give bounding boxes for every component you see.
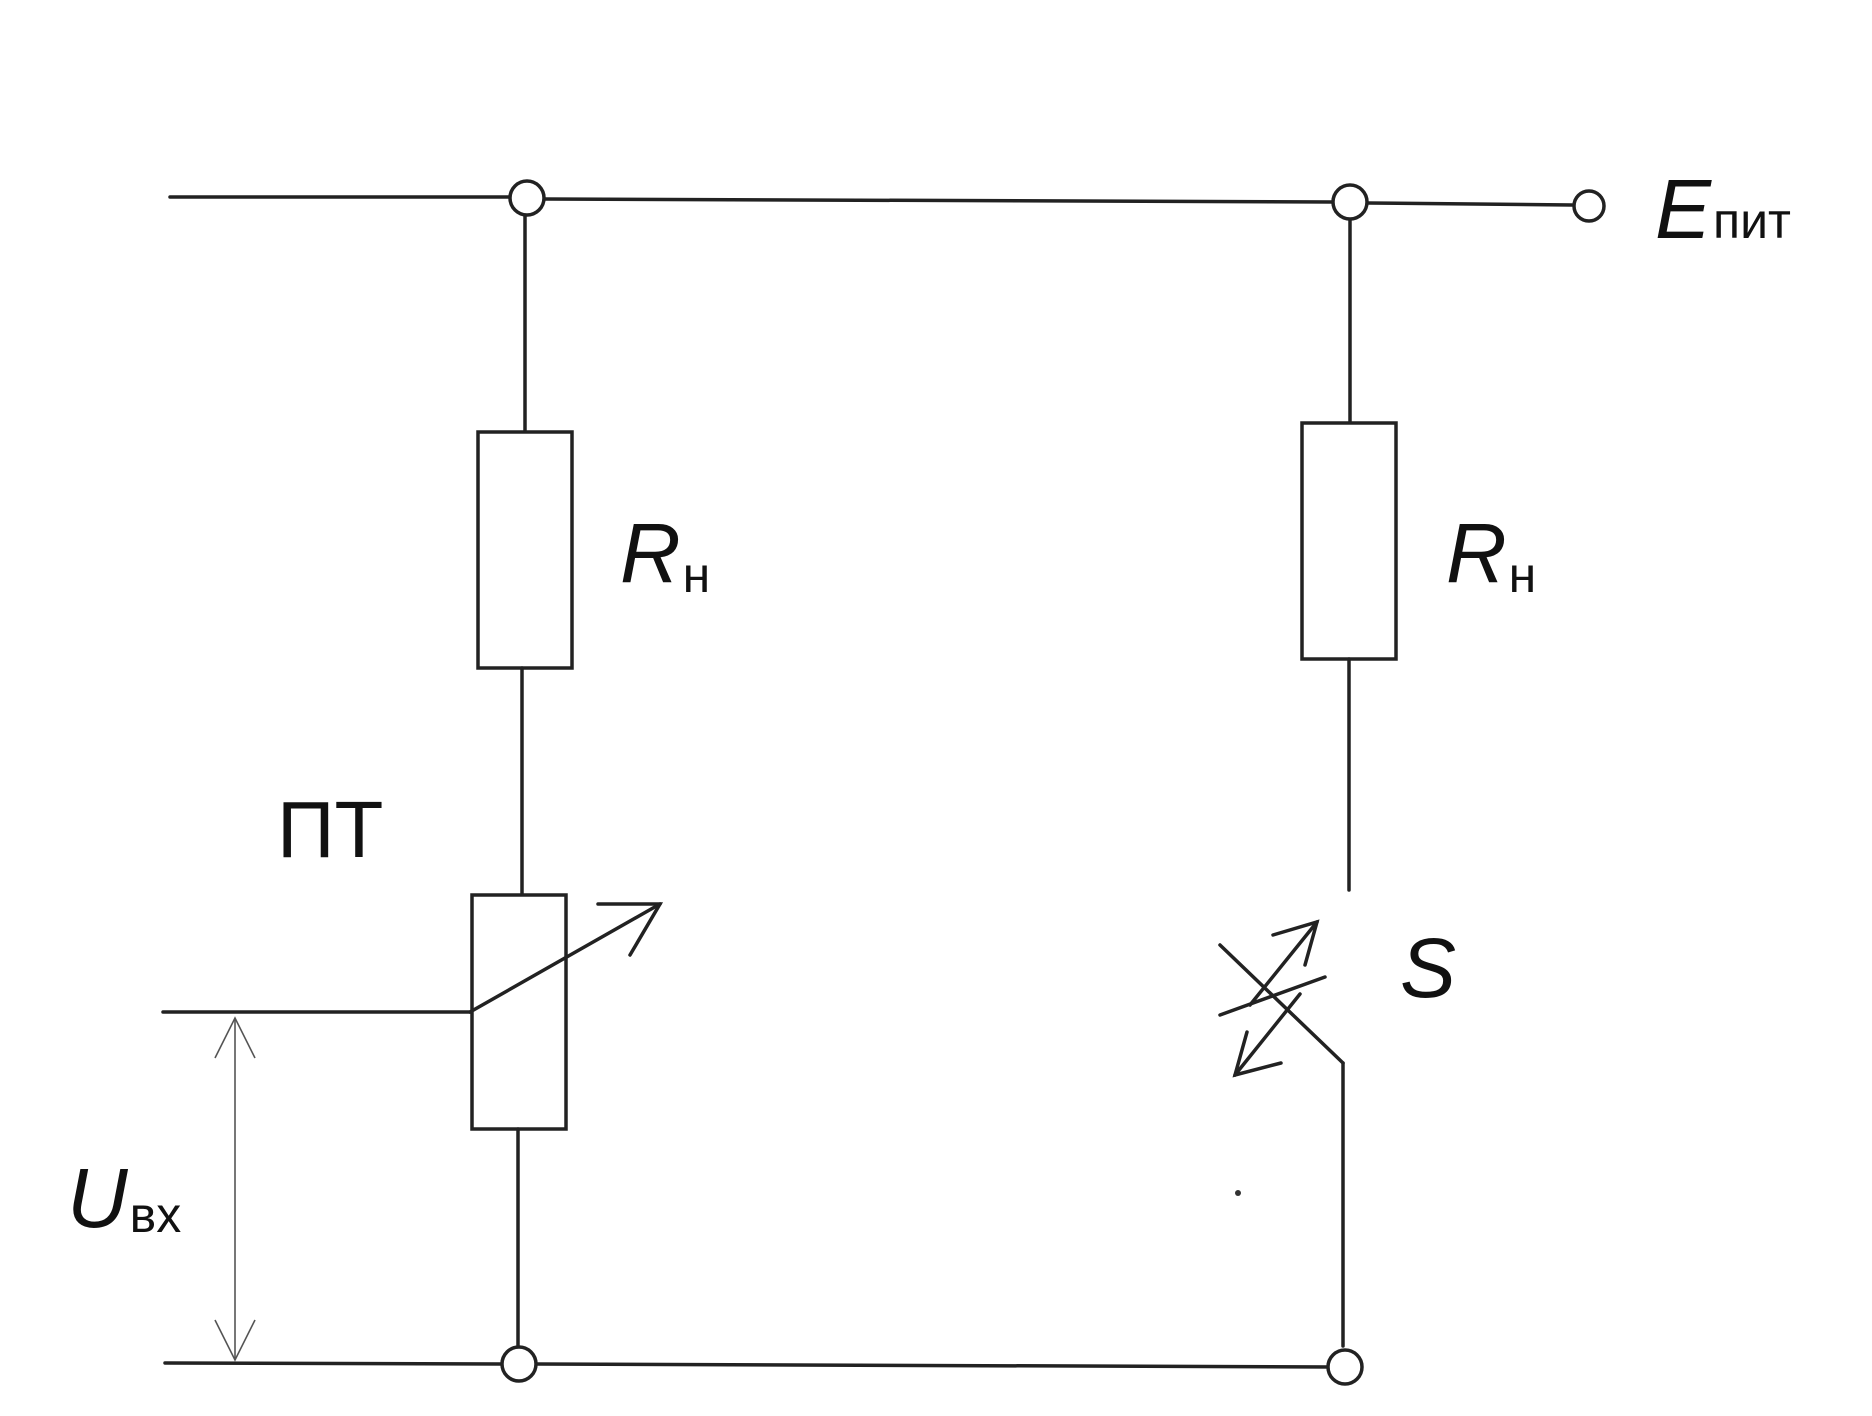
switch-contact-crossbar	[1218, 975, 1327, 1017]
switch-arrow-down-line	[1233, 992, 1302, 1077]
switch-arrow-up-line	[1248, 920, 1319, 1007]
switch-blade	[1218, 943, 1345, 1065]
stray-dot	[1235, 1190, 1241, 1196]
bottom-rail-right	[535, 1362, 1333, 1369]
transducer-resistor	[470, 893, 568, 1131]
right-load-label: Rн	[1446, 506, 1536, 603]
supply-label: Eпит	[1655, 162, 1791, 256]
node-bottom-left	[500, 1345, 538, 1383]
node-bottom-right	[1326, 1348, 1364, 1386]
transducer-arrow-line	[468, 902, 662, 1014]
transducer-arrow-head	[596, 902, 664, 957]
switch-label: S	[1400, 921, 1456, 1015]
switch-arrow-down-head	[1232, 1030, 1283, 1078]
top-rail-middle	[543, 197, 1335, 204]
input-voltage-arrow-top	[214, 1016, 256, 1059]
input-voltage-arrow-bottom	[214, 1319, 256, 1362]
node-top-right	[1331, 183, 1369, 221]
supply-terminal	[1572, 189, 1606, 223]
bottom-rail-left	[163, 1361, 503, 1366]
left-load-label: Rн	[620, 506, 710, 603]
top-rail-right	[1366, 201, 1574, 207]
right-load-resistor	[1300, 421, 1398, 661]
transducer-label: ПТ	[277, 785, 383, 874]
switch-arrow-up-head	[1271, 919, 1320, 967]
left-load-resistor	[476, 430, 574, 670]
input-voltage-label: Uвх	[67, 1151, 181, 1245]
node-top-left	[508, 179, 546, 217]
